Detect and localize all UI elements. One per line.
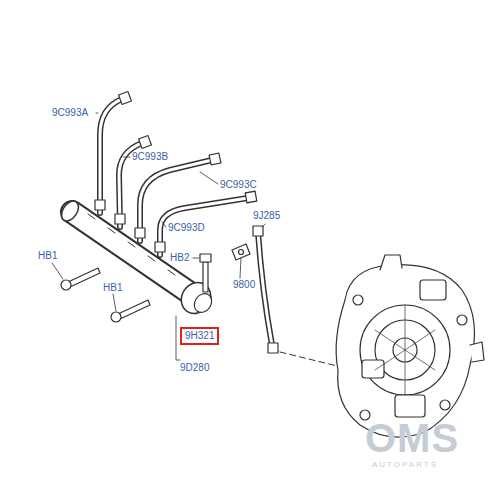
part-number: 9800 (233, 279, 255, 291)
part-number: 9H321 (185, 330, 214, 342)
watermark: AUTOPARTS (372, 459, 438, 471)
part-number: HB1 (103, 282, 122, 294)
part-number: 9C993C (220, 179, 257, 191)
part-number: 9C993D (168, 222, 205, 234)
part-number: 9D280 (180, 362, 209, 374)
part-number: HB1 (38, 250, 57, 262)
highlight-box: 9H321 (180, 327, 219, 345)
watermark: OMS (365, 418, 459, 458)
part-number: HB2 (170, 252, 189, 264)
part-number: 9C993A (52, 107, 88, 119)
part-number: 9J285 (253, 210, 280, 222)
part-number: 9C993B (132, 151, 168, 163)
